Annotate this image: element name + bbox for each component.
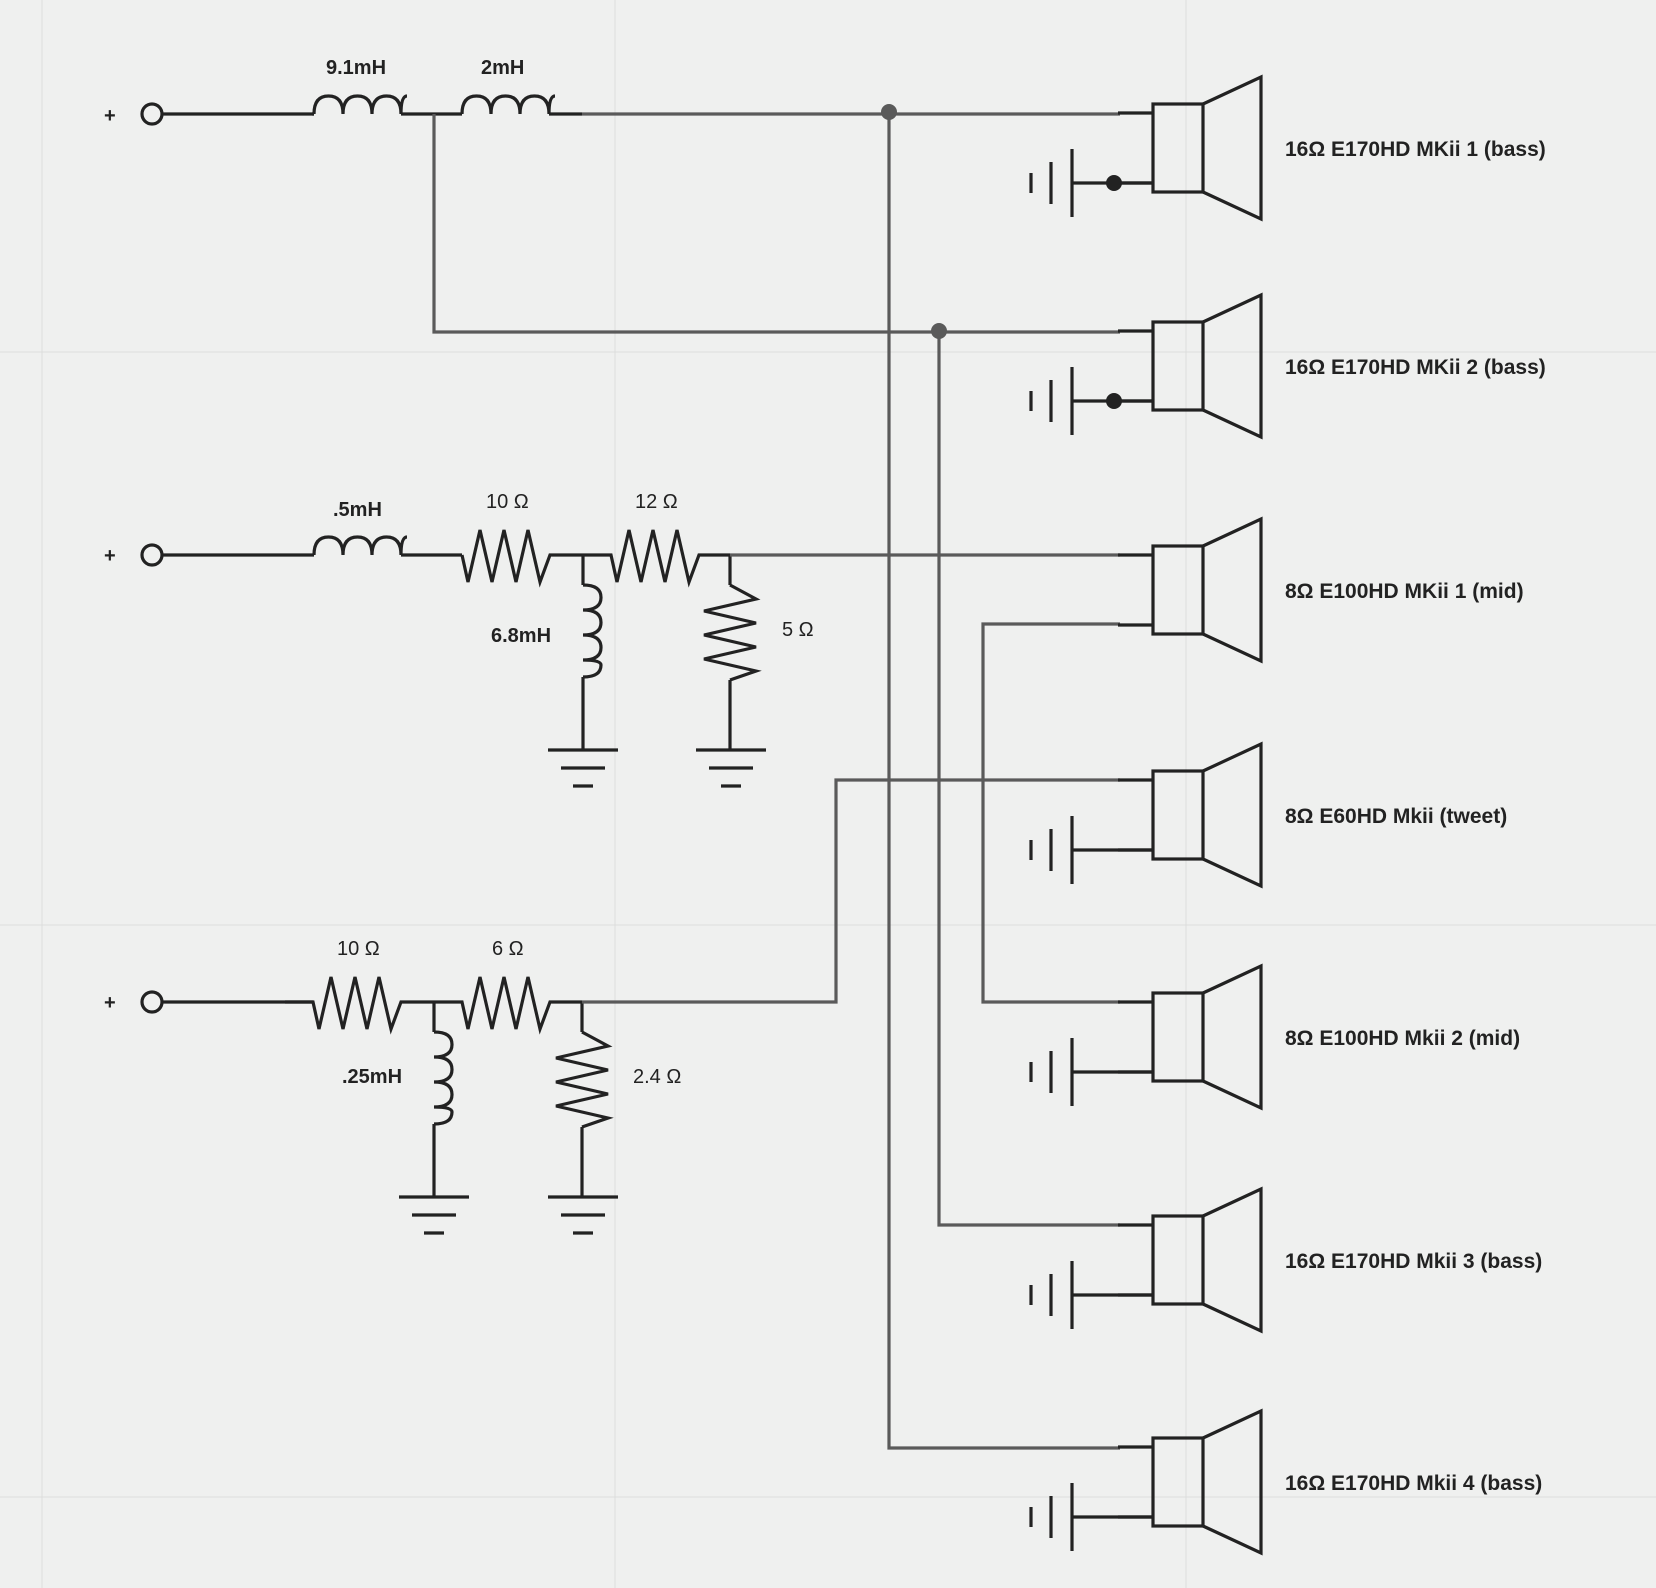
- wire-bass-spk6: [937, 332, 1120, 1227]
- ground-icon: [548, 748, 618, 788]
- speaker-5[interactable]: 8Ω E100HD Mkii 2 (mid): [1029, 963, 1520, 1111]
- speaker-icon: [1151, 1436, 1205, 1528]
- speaker-ground-icon: [1029, 816, 1153, 884]
- label-inductor-0-5mh: .5mH: [333, 499, 382, 521]
- speaker-7[interactable]: 16Ω E170HD Mkii 4 (bass): [1029, 1408, 1542, 1556]
- wire-bass-spk7: [887, 114, 1120, 1450]
- resistor-12-ohm-mid: [583, 529, 730, 588]
- speaker-cone: [1202, 292, 1263, 440]
- label-resistor-5-ohm: 5 Ω: [782, 619, 814, 641]
- speaker-label: 8Ω E60HD Mkii (tweet): [1285, 805, 1507, 828]
- tweet-chain: + 10 Ω 6 Ω .25mH 2.4 Ω: [104, 938, 681, 1235]
- resistor-10-ohm-tweet: [285, 976, 434, 1035]
- inductor-2mh: [460, 94, 556, 115]
- inductor-0-25mh: [433, 1030, 454, 1126]
- input-terminal-tweet[interactable]: [140, 990, 164, 1014]
- label-resistor-10-ohm-tweet: 10 Ω: [337, 938, 380, 960]
- speaker-label: 8Ω E100HD Mkii 2 (mid): [1285, 1027, 1520, 1050]
- junction-dot: [931, 323, 947, 339]
- speaker-icon: [1151, 102, 1205, 194]
- speaker-icon: [1151, 991, 1205, 1083]
- label-resistor-6-ohm-tweet: 6 Ω: [492, 938, 524, 960]
- label-inductor-2mh: 2mH: [481, 57, 524, 79]
- speaker-6[interactable]: 16Ω E170HD Mkii 3 (bass): [1029, 1186, 1542, 1334]
- input-plus-tweet: +: [104, 992, 116, 1014]
- speaker-icon: [1151, 1214, 1205, 1306]
- input-plus-mid: +: [104, 545, 116, 567]
- resistor-10-ohm-mid: [460, 529, 583, 588]
- speaker-1[interactable]: 16Ω E170HD MKii 1 (bass): [1029, 74, 1546, 222]
- speaker-ground-icon: [1029, 367, 1153, 435]
- speaker-cone: [1202, 963, 1263, 1111]
- resistor-5-ohm: [703, 583, 762, 682]
- label-inductor-0-25mh: .25mH: [342, 1066, 402, 1088]
- input-terminal-bass[interactable]: [140, 102, 164, 126]
- speaker-cone: [1202, 74, 1263, 222]
- speaker-label: 8Ω E100HD MKii 1 (mid): [1285, 580, 1524, 603]
- wiring: [432, 104, 1120, 1450]
- junction-dot: [1106, 175, 1122, 191]
- speaker-2[interactable]: 16Ω E170HD MKii 2 (bass): [1029, 292, 1546, 440]
- ground-icon: [696, 748, 766, 788]
- speaker-icon: [1151, 769, 1205, 861]
- speaker-cone: [1202, 741, 1263, 889]
- speaker-ground-icon: [1029, 1483, 1153, 1551]
- speaker-ground-icon: [1029, 1261, 1153, 1329]
- speaker-3[interactable]: 8Ω E100HD MKii 1 (mid): [1118, 516, 1524, 664]
- speaker-cone: [1202, 516, 1263, 664]
- ground-icon: [548, 1195, 618, 1235]
- bass-chain: + 9.1mH 2mH: [104, 57, 582, 127]
- input-plus-bass: +: [104, 105, 116, 127]
- inductor-0-5mh: [312, 535, 408, 556]
- inductor-6-8mh: [582, 583, 603, 679]
- speaker-icon: [1151, 544, 1205, 636]
- junction-dot: [881, 104, 897, 120]
- speaker-label: 16Ω E170HD MKii 1 (bass): [1285, 138, 1546, 161]
- label-inductor-6-8mh: 6.8mH: [491, 625, 551, 647]
- speakers: 16Ω E170HD MKii 1 (bass) 16Ω E170HD MKii …: [1029, 74, 1546, 1556]
- speaker-icon: [1151, 320, 1205, 412]
- speaker-cone: [1202, 1408, 1263, 1556]
- wire-tweet-spk4: [582, 778, 1120, 1004]
- speaker-4[interactable]: 8Ω E60HD Mkii (tweet): [1029, 741, 1507, 889]
- wire-mid-link: [981, 622, 1120, 1004]
- speaker-cone: [1202, 1186, 1263, 1334]
- label-resistor-10-ohm-mid: 10 Ω: [486, 491, 529, 513]
- resistor-2-4-ohm: [555, 1030, 614, 1129]
- junction-dot: [1106, 393, 1122, 409]
- speaker-ground-icon: [1029, 1038, 1153, 1106]
- speaker-label: 16Ω E170HD Mkii 3 (bass): [1285, 1250, 1542, 1273]
- wire-bass-bus-b: [432, 114, 1120, 334]
- ground-icon: [399, 1195, 469, 1235]
- speaker-label: 16Ω E170HD MKii 2 (bass): [1285, 356, 1546, 379]
- mid-chain: + .5mH 10 Ω 12 Ω 6.8mH 5 Ω: [104, 491, 814, 788]
- label-inductor-9-1mh: 9.1mH: [326, 57, 386, 79]
- speaker-label: 16Ω E170HD Mkii 4 (bass): [1285, 1472, 1542, 1495]
- input-terminal-mid[interactable]: [140, 543, 164, 567]
- label-resistor-2-4-ohm: 2.4 Ω: [633, 1066, 681, 1088]
- label-resistor-12-ohm-mid: 12 Ω: [635, 491, 678, 513]
- speaker-ground-icon: [1029, 149, 1153, 217]
- inductor-9-1mh: [312, 94, 408, 115]
- resistor-6-ohm-tweet: [434, 976, 582, 1035]
